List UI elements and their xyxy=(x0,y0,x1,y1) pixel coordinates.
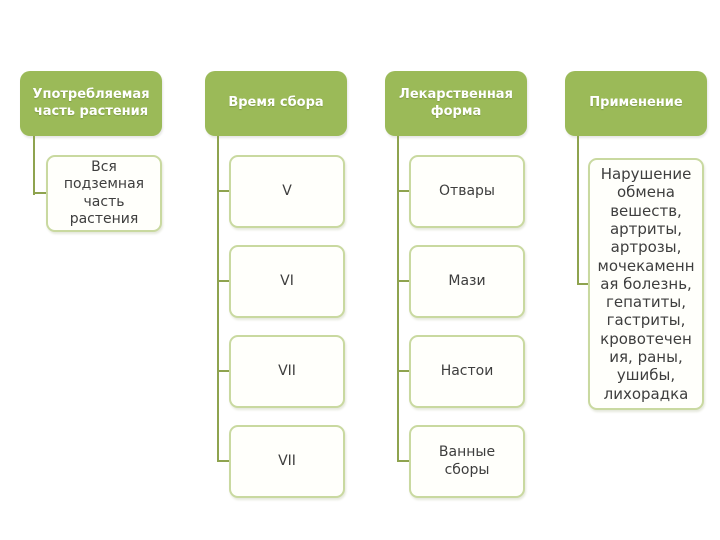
column-header-used-plant-part: Употребляемая часть растения xyxy=(20,71,162,136)
connector-stub-col3-row1 xyxy=(397,190,409,192)
connector-stub-col2-row4 xyxy=(217,460,229,462)
connector-stub-col3-row3 xyxy=(397,370,409,372)
column-header-application: Применение xyxy=(565,71,707,136)
connector-vline-col3 xyxy=(397,136,399,462)
connector-vline-col2 xyxy=(217,136,219,462)
column-header-dosage-form: Лекарственная форма xyxy=(385,71,527,136)
box-form-decoctions: Отвары xyxy=(409,155,525,228)
box-form-ointments: Мази xyxy=(409,245,525,318)
connector-stub-col1 xyxy=(33,192,46,194)
box-time-v: V xyxy=(229,155,345,228)
connector-stub-col2-row2 xyxy=(217,280,229,282)
box-whole-underground-part: Вся подземная часть растения xyxy=(46,155,162,232)
connector-vline-col1 xyxy=(33,136,35,195)
connector-vline-col4 xyxy=(577,136,579,285)
box-application-indications: Нарушение обмена вешеств, артриты, артро… xyxy=(588,158,704,410)
box-time-vii-b: VII xyxy=(229,425,345,498)
box-time-vii-a: VII xyxy=(229,335,345,408)
box-form-infusions: Настои xyxy=(409,335,525,408)
connector-stub-col3-row4 xyxy=(397,460,409,462)
connector-stub-col2-row1 xyxy=(217,190,229,192)
box-form-bath-collections: Ванные сборы xyxy=(409,425,525,498)
box-time-vi: VI xyxy=(229,245,345,318)
column-header-harvest-time: Время сбора xyxy=(205,71,347,136)
connector-stub-col3-row2 xyxy=(397,280,409,282)
connector-stub-col4 xyxy=(577,283,588,285)
connector-stub-col2-row3 xyxy=(217,370,229,372)
